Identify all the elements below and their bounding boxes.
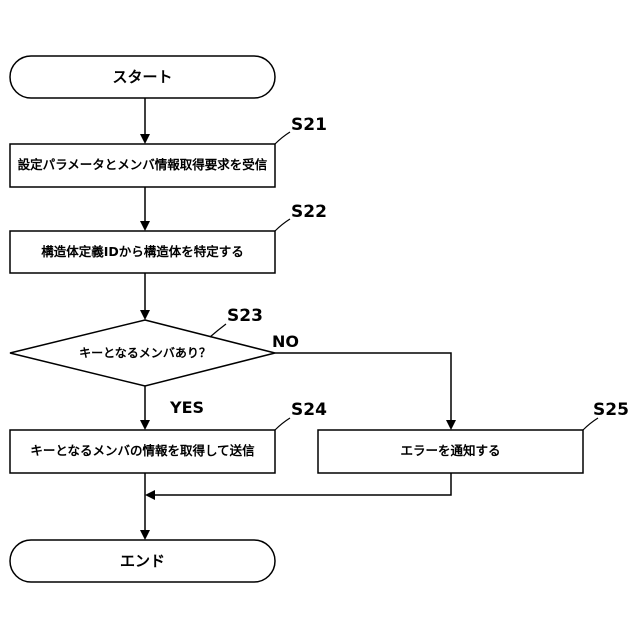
step-s23-callout (210, 324, 226, 337)
start-label: スタート (10, 56, 275, 98)
step-s22-id: S22 (291, 202, 327, 222)
end-label: エンド (10, 540, 275, 582)
step-s23-label: キーとなるメンバあり？ (50, 340, 240, 366)
step-s24-label: キーとなるメンバの情報を取得して送信 (14, 430, 271, 473)
step-s23-id: S23 (227, 306, 263, 326)
step-s24-id: S24 (291, 400, 327, 420)
edge-s25-merge (147, 473, 451, 495)
branch-yes-label: YES (170, 398, 204, 417)
step-s21-callout (275, 132, 290, 144)
step-s25-label: エラーを通知する (322, 430, 579, 473)
step-s25-id: S25 (593, 400, 629, 420)
step-s21-label: 設定パラメータとメンバ情報取得要求を受信 (14, 144, 271, 187)
step-s22-callout (275, 219, 290, 231)
step-s24-callout (275, 418, 290, 430)
step-s22-label: 構造体定義IDから構造体を特定する (14, 231, 271, 273)
step-s21-id: S21 (291, 115, 327, 135)
branch-no-label: NO (272, 332, 299, 351)
